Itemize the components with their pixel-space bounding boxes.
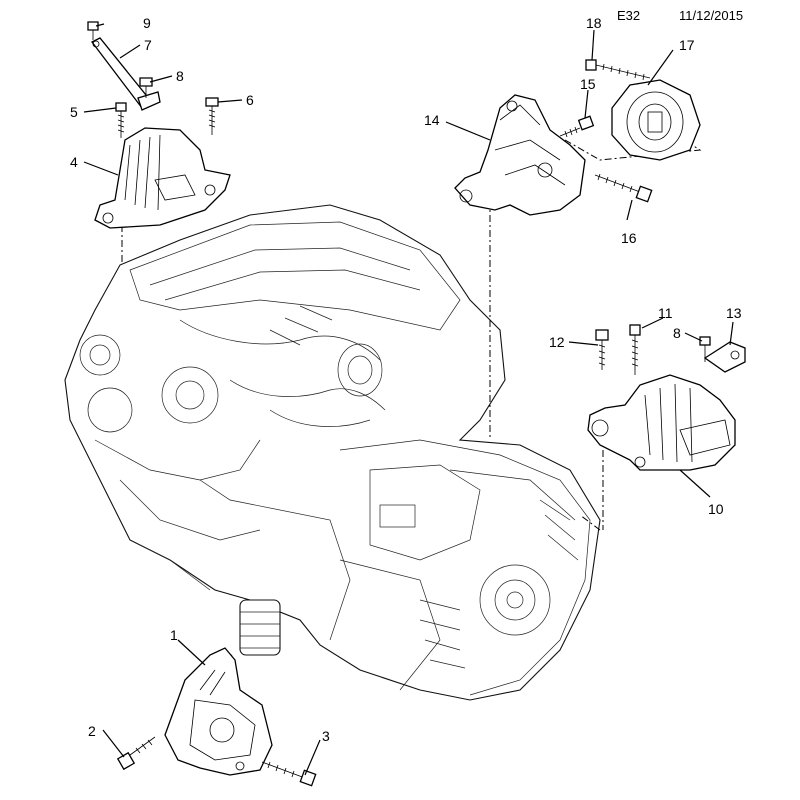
callout-16: 16 — [621, 230, 637, 246]
strap-7 — [91, 37, 161, 111]
callout-14: 14 — [424, 112, 440, 128]
callout-8-upper: 8 — [176, 68, 184, 84]
mount-insulator-17 — [611, 79, 701, 161]
bolt-8-upper — [139, 77, 153, 98]
bolt-16 — [594, 173, 653, 203]
callout-6: 6 — [246, 92, 254, 108]
callout-8-lower: 8 — [673, 325, 681, 341]
lower-mount-1 — [164, 647, 273, 776]
engine-transmission-assembly — [64, 204, 601, 701]
bolt-2 — [116, 736, 156, 771]
bolt-15 — [559, 115, 595, 138]
bolt-18 — [585, 59, 651, 81]
bolt-11 — [629, 324, 641, 375]
callout-9: 9 — [143, 15, 151, 31]
callout-18: 18 — [586, 15, 602, 31]
callout-10: 10 — [708, 501, 724, 517]
callout-5: 5 — [70, 104, 78, 120]
transmission-mount-10 — [587, 374, 736, 471]
engine-mount-4 — [94, 127, 231, 229]
callout-3: 3 — [322, 728, 330, 744]
bolt-12 — [595, 329, 609, 370]
bolt-5 — [115, 102, 127, 138]
callout-2: 2 — [88, 723, 96, 739]
leader-lines — [83, 23, 734, 776]
diagram-date: 11/12/2015 — [679, 8, 744, 23]
diagram-code: E32 — [617, 8, 641, 23]
callout-15: 15 — [580, 76, 596, 92]
bolt-8-lower — [699, 336, 711, 362]
callout-12: 12 — [549, 334, 565, 350]
bracket-14 — [454, 94, 586, 216]
callout-labels: 1 2 3 4 5 6 7 8 8 9 10 11 12 13 14 15 16… — [70, 15, 742, 744]
callout-13: 13 — [726, 305, 742, 321]
callout-1: 1 — [170, 627, 178, 643]
callout-17: 17 — [679, 37, 695, 53]
bolt-6 — [205, 97, 219, 135]
callout-7: 7 — [144, 37, 152, 53]
bracket-13 — [703, 341, 746, 373]
callout-4: 4 — [70, 154, 78, 170]
callout-11: 11 — [658, 305, 673, 321]
bolt-3 — [261, 761, 317, 787]
bolt-9 — [87, 21, 99, 40]
